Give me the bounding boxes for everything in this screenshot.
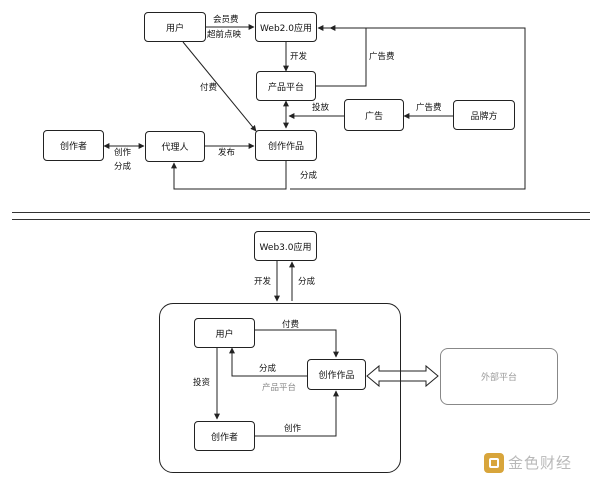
edge-ad-fee-right: 广告费 xyxy=(369,52,395,62)
top-user-box: 用户 xyxy=(144,12,206,42)
section-divider-lower xyxy=(12,219,590,220)
top-product-platform-box: 产品平台 xyxy=(256,71,316,101)
top-ads-box: 广告 xyxy=(344,99,404,131)
edge-membership-fee: 会员费 xyxy=(213,15,239,25)
edge-develop-top: 开发 xyxy=(290,52,308,62)
top-product-platform-label: 产品平台 xyxy=(267,82,304,93)
edge-early-access: 超前点映 xyxy=(207,30,242,40)
top-brand-label: 品牌方 xyxy=(470,111,498,122)
bottom-creative-work-label: 创作作品 xyxy=(318,371,355,381)
top-agent-box: 代理人 xyxy=(145,131,205,162)
top-agent-label: 代理人 xyxy=(161,143,189,153)
bottom-creator-label: 创作者 xyxy=(210,432,238,443)
edge-develop-bottom: 开发 xyxy=(254,277,272,287)
top-creator-label: 创作者 xyxy=(59,142,87,152)
top-ads-label: 广告 xyxy=(364,111,383,122)
watermark-text: 金色财经 xyxy=(508,454,573,472)
edge-create-top: 创作 xyxy=(114,148,132,158)
top-creative-work-box: 创作作品 xyxy=(255,130,317,161)
bottom-web3-app-label: Web3.0应用 xyxy=(259,242,312,253)
top-web2-app-label: Web2.0应用 xyxy=(260,23,312,34)
edge-revenue-share-bottom-web3: 分成 xyxy=(298,277,316,287)
top-web2-app-box: Web2.0应用 xyxy=(255,12,317,42)
top-brand-box: 品牌方 xyxy=(453,100,515,130)
bottom-creator-box: 创作者 xyxy=(194,421,255,451)
section-divider-upper xyxy=(12,212,590,213)
edge-ad-fee: 广告费 xyxy=(416,103,442,113)
top-user-label: 用户 xyxy=(165,23,184,34)
product-platform-caption: 产品平台 xyxy=(262,383,297,393)
web3-ecosystem-container xyxy=(159,303,401,473)
edge-pay-top: 付费 xyxy=(200,83,218,93)
bottom-user-label: 用户 xyxy=(215,329,234,340)
edge-create-bottom: 创作 xyxy=(284,424,302,434)
edge-pay-bottom: 付费 xyxy=(282,320,300,330)
bottom-creative-work-box: 创作作品 xyxy=(307,359,366,390)
external-platform-box: 外部平台 xyxy=(440,348,558,405)
edge-revenue-share-left: 分成 xyxy=(114,162,132,172)
edge-invest: 投资 xyxy=(193,378,211,388)
bottom-user-box: 用户 xyxy=(194,318,255,348)
edge-revenue-share-bottom: 分成 xyxy=(300,171,318,181)
edge-revenue-share-mid: 分成 xyxy=(259,364,277,374)
edge-publish: 发布 xyxy=(218,148,236,158)
watermark-logo-icon xyxy=(484,452,504,473)
top-creator-box: 创作者 xyxy=(43,130,104,161)
watermark: 金色财经 xyxy=(484,452,572,473)
edge-placement: 投放 xyxy=(312,103,330,113)
external-platform-label: 外部平台 xyxy=(480,373,517,383)
top-creative-work-label: 创作作品 xyxy=(267,142,304,152)
bottom-web3-app-box: Web3.0应用 xyxy=(254,231,317,261)
